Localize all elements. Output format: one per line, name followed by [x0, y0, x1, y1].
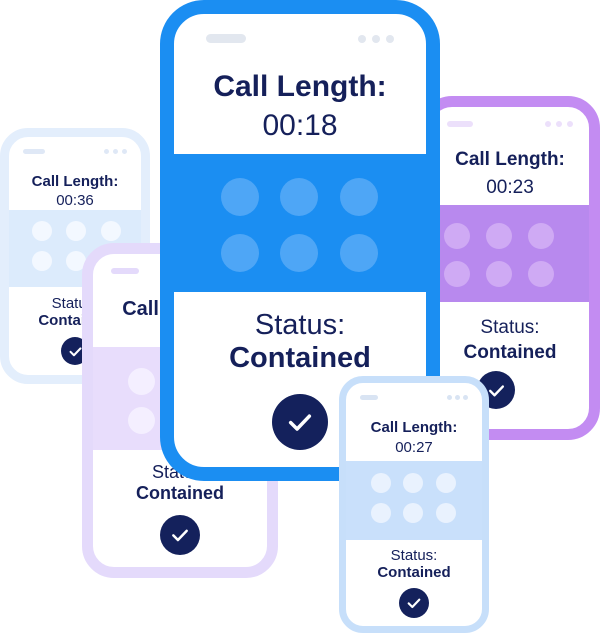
call-length-value: 00:36	[56, 192, 94, 209]
status-dots-icon	[540, 121, 573, 127]
keypad-dot-icon	[403, 473, 424, 493]
status-dots-icon	[444, 395, 468, 400]
status-block: Status: Contained	[431, 317, 589, 364]
phone-top-bar	[9, 149, 141, 154]
phone-top-bar	[346, 395, 482, 400]
speaker-icon	[447, 121, 473, 127]
status-label: Status:	[390, 547, 438, 564]
keypad-dot-icon	[403, 503, 424, 523]
call-length-value: 00:18	[262, 109, 338, 142]
call-length-block: Call Length: 00:23	[431, 149, 589, 199]
checkmark-icon	[272, 394, 328, 450]
keypad-dot-icon	[486, 261, 512, 287]
call-length-label: Call Length:	[213, 70, 387, 103]
status-block: Status: Contained	[174, 309, 426, 375]
keypad	[371, 473, 457, 523]
phone-card-right: Call Length: 00:23 Status: Contained	[420, 96, 600, 440]
keypad-dot-icon	[444, 261, 470, 287]
keypad-dot-icon	[371, 503, 391, 523]
keypad-dot-icon	[528, 223, 554, 249]
keypad-dot-icon	[221, 178, 259, 216]
keypad-dot-icon	[371, 473, 391, 493]
checkmark-icon	[399, 588, 429, 618]
status-dots-icon	[352, 34, 394, 43]
status-label: Status:	[480, 317, 540, 338]
keypad-dot-icon	[221, 234, 259, 272]
keypad-dot-icon	[100, 221, 121, 241]
keypad-dot-icon	[339, 234, 378, 272]
call-length-block: Call Length: 00:36	[9, 173, 141, 209]
keypad-dot-icon	[486, 223, 512, 249]
speaker-icon	[360, 395, 378, 400]
keypad-dot-icon	[280, 234, 319, 272]
keypad-dot-icon	[339, 178, 378, 216]
call-length-block: Call Length: 00:18	[174, 70, 426, 143]
status-value: Contained	[229, 342, 371, 374]
call-length-label: Call Length:	[455, 149, 565, 170]
phone-card-center: Call Length: 00:18 Status: Contained	[160, 0, 440, 481]
keypad	[444, 223, 556, 287]
phone-top-bar	[431, 121, 589, 127]
keypad-dot-icon	[444, 223, 470, 249]
keypad-dot-icon	[128, 368, 155, 395]
call-length-label: Call Length:	[370, 419, 458, 436]
speaker-icon	[23, 149, 45, 154]
status-value: Contained	[136, 483, 224, 503]
keypad-dot-icon	[66, 251, 87, 271]
keypad-dot-icon	[128, 407, 155, 434]
keypad-dot-icon	[66, 221, 87, 241]
call-length-label: Call Length:	[31, 173, 119, 190]
status-label: Status:	[254, 309, 346, 341]
status-dots-icon	[100, 149, 127, 154]
status-block: Status: Contained	[346, 547, 482, 581]
speaker-icon	[111, 268, 139, 274]
checkmark-icon	[160, 515, 200, 555]
keypad-dot-icon	[528, 261, 554, 287]
call-length-block: Call Length: 00:27	[346, 419, 482, 456]
call-length-value: 00:27	[395, 439, 433, 456]
call-length-value: 00:23	[486, 177, 534, 198]
keypad-dot-icon	[280, 178, 319, 216]
status-value: Contained	[377, 564, 451, 581]
status-value: Contained	[463, 342, 557, 363]
phone-card-bottom-right: Call Length: 00:27 Status: Contained	[339, 376, 489, 633]
keypad	[221, 178, 379, 272]
keypad-dot-icon	[32, 251, 52, 271]
phone-top-bar	[174, 34, 426, 43]
speaker-icon	[206, 34, 246, 43]
keypad-dot-icon	[435, 473, 456, 493]
keypad-dot-icon	[32, 221, 52, 241]
keypad-dot-icon	[435, 503, 456, 523]
